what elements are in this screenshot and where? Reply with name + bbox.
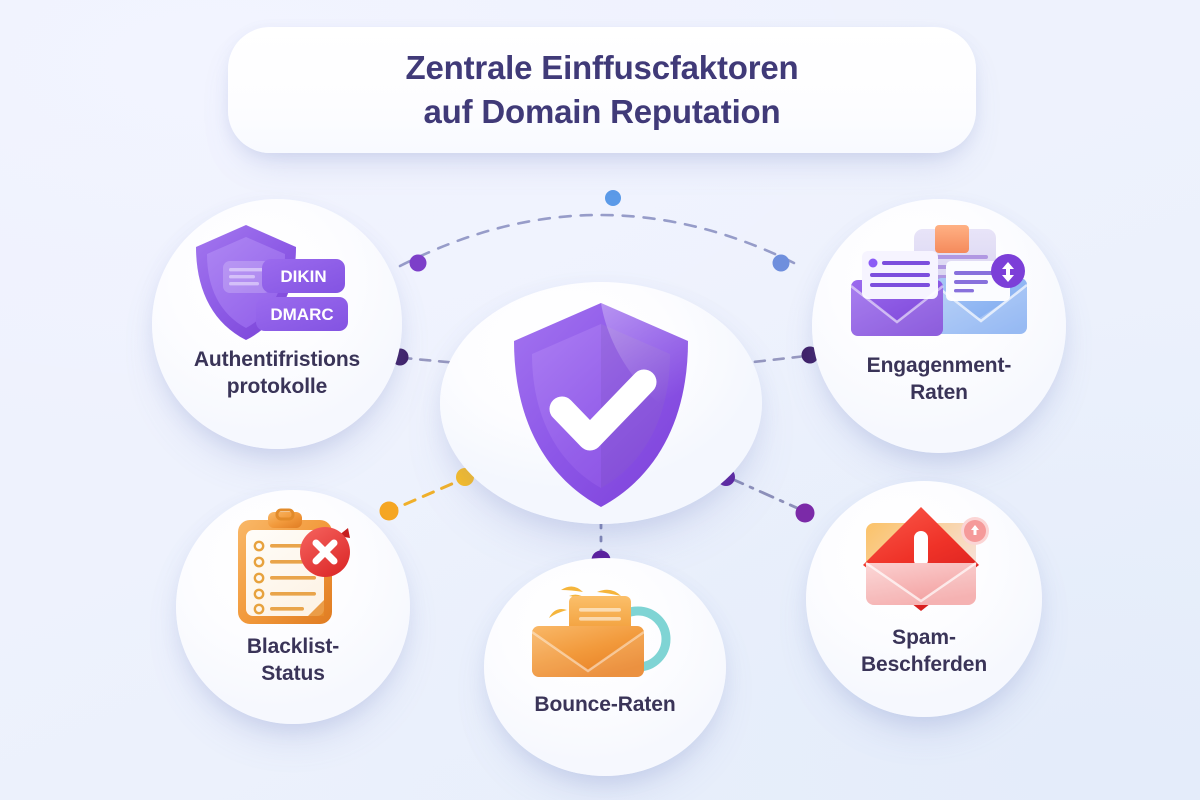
node-label-authentication-protocols: Authentifristions protokolle — [193, 348, 361, 398]
badge-label-dmarc: DMARC — [270, 305, 333, 324]
node-label-spam-complaints: Spam- Beschferden — [860, 626, 988, 676]
connector-arc-left-dot — [409, 254, 427, 272]
envelope-bounce-icon — [525, 576, 685, 684]
shield-badges-icon: DIKIN DMARC — [188, 221, 366, 341]
title-card: Zentrale Einffuscfaktoren auf Domain Rep… — [228, 27, 976, 153]
node-label-blacklist-status: Blacklist- Status — [246, 635, 340, 685]
node-blacklist-status[interactable]: Blacklist- Status — [176, 490, 410, 724]
node-spam-complaints[interactable]: Spam- Beschferden — [806, 481, 1042, 717]
connector-spam-endpoint-dot — [795, 503, 815, 523]
node-engagement-rates[interactable]: Engagenment- Raten — [812, 199, 1066, 453]
connector-arc-midpoint-dot — [605, 190, 621, 206]
connector-center-to-blacklist — [390, 474, 472, 512]
badge-label-dikin: DIKIN — [280, 267, 326, 286]
connector-blacklist-endpoint-dot — [379, 501, 399, 521]
node-authentication-protocols[interactable]: DIKIN DMARC Authentifristions protokolle — [152, 199, 402, 449]
node-label-bounce-rates: Bounce-Raten — [534, 693, 676, 716]
shield-check-icon — [488, 297, 714, 513]
envelope-alert-icon — [854, 501, 994, 619]
clipboard-x-icon — [228, 508, 358, 628]
node-bounce-rates[interactable]: Bounce-Raten — [484, 558, 726, 776]
node-label-engagement-rates: Engagenment- Raten — [866, 354, 1012, 404]
page-title: Zentrale Einffuscfaktoren auf Domain Rep… — [405, 49, 799, 130]
connector-arc-right-dot — [772, 254, 790, 272]
connector-auth-to-engagement — [398, 213, 802, 268]
center-node-domain-reputation — [440, 282, 762, 524]
envelopes-messages-icon — [850, 225, 1028, 343]
connector-center-to-spam — [728, 476, 808, 514]
